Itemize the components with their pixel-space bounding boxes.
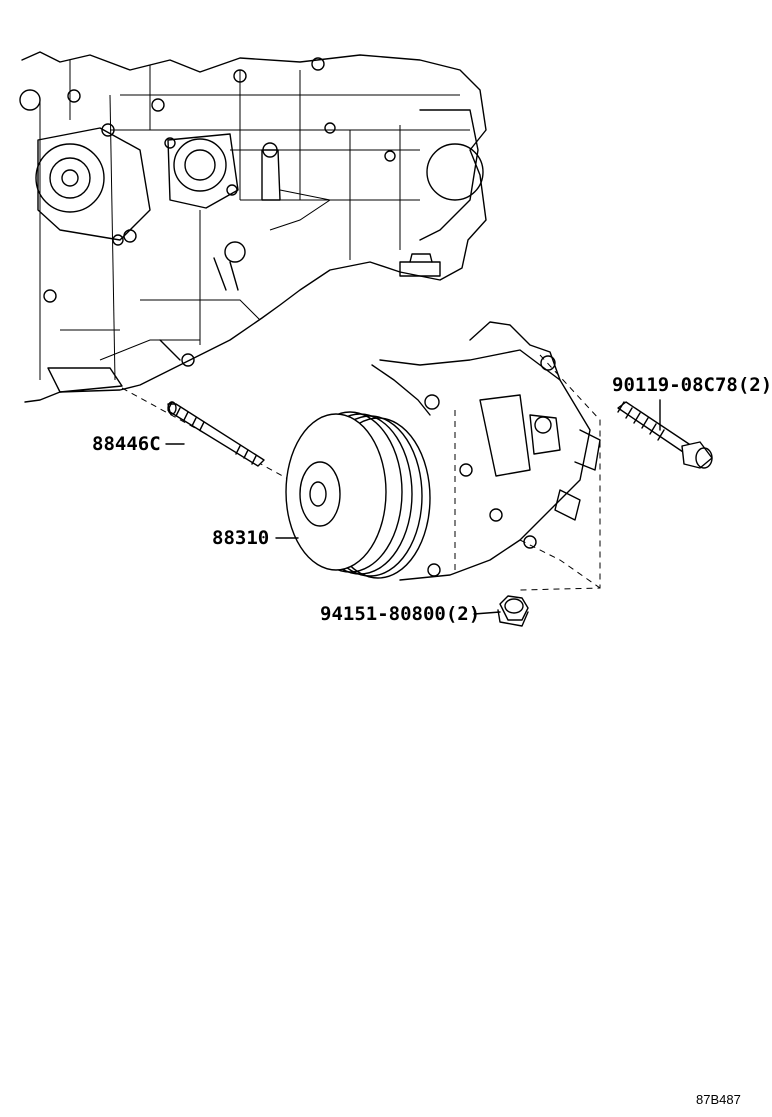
flange-nut-icon [497,595,529,627]
stud-bolt-icon [167,401,265,467]
label-stud-88446c[interactable]: 88446C [92,433,161,455]
nut-leader-line [473,611,501,615]
bolt-alignment-dash [519,354,601,591]
engine-block-icon [19,51,487,403]
stud-leader-dash [121,387,291,481]
flange-bolt-icon [617,401,713,469]
ac-compressor-icon [285,321,601,581]
label-nut-94151-80800[interactable]: 94151-80800(2) [320,603,481,625]
label-bolt-90119-08c78[interactable]: 90119-08C78(2) [612,374,772,396]
figure-code: 87B487 [696,1092,741,1107]
label-compressor-88310[interactable]: 88310 [212,527,270,549]
